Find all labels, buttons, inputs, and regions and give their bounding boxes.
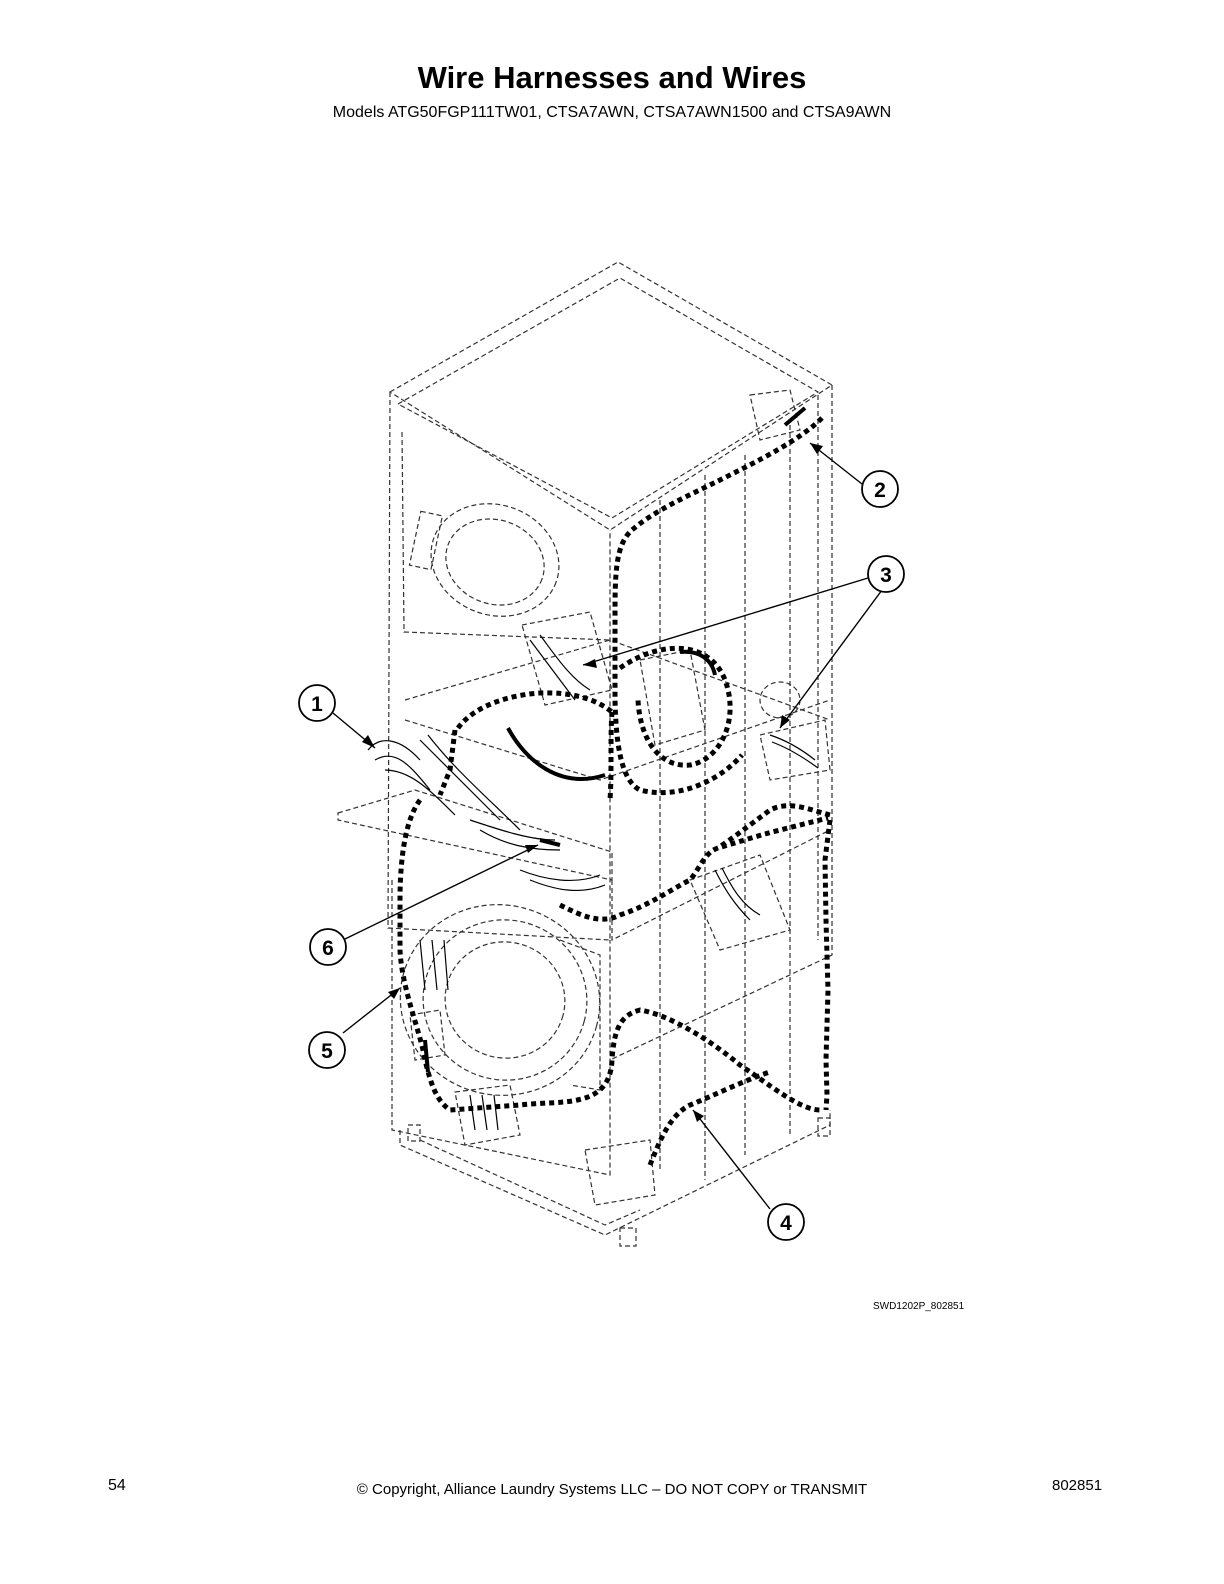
document-number: 802851 (1052, 1477, 1103, 1494)
callout-3-label: 3 (880, 564, 892, 587)
copyright-notice: © Copyright, Alliance Laundry Systems LL… (356, 1481, 868, 1498)
leader-lines (332, 442, 883, 1210)
black-cables (423, 406, 807, 1073)
leader-arrowheads (362, 443, 823, 1122)
callout-3: 3 (867, 555, 905, 593)
page-subtitle: Models ATG50FGP111TW01, CTSA7AWN, CTSA7A… (332, 104, 892, 121)
callout-6: 6 (309, 928, 347, 966)
wire-bundles (367, 634, 819, 1131)
machine-outline (337, 261, 834, 1247)
callout-5-label: 5 (321, 1040, 333, 1063)
callout-4-label: 4 (780, 1212, 792, 1235)
callout-2: 2 (861, 470, 899, 508)
drawing-id: SWD1202P_802851 (873, 1301, 965, 1312)
harness-routes (397, 416, 833, 1166)
callout-1: 1 (298, 684, 336, 722)
callout-5: 5 (308, 1031, 346, 1069)
page-number: 54 (108, 1477, 126, 1494)
callout-1-label: 1 (311, 693, 323, 716)
callout-2-label: 2 (874, 479, 886, 502)
callout-6-label: 6 (322, 937, 334, 960)
page-title: Wire Harnesses and Wires (417, 60, 807, 95)
callout-4: 4 (767, 1203, 805, 1241)
